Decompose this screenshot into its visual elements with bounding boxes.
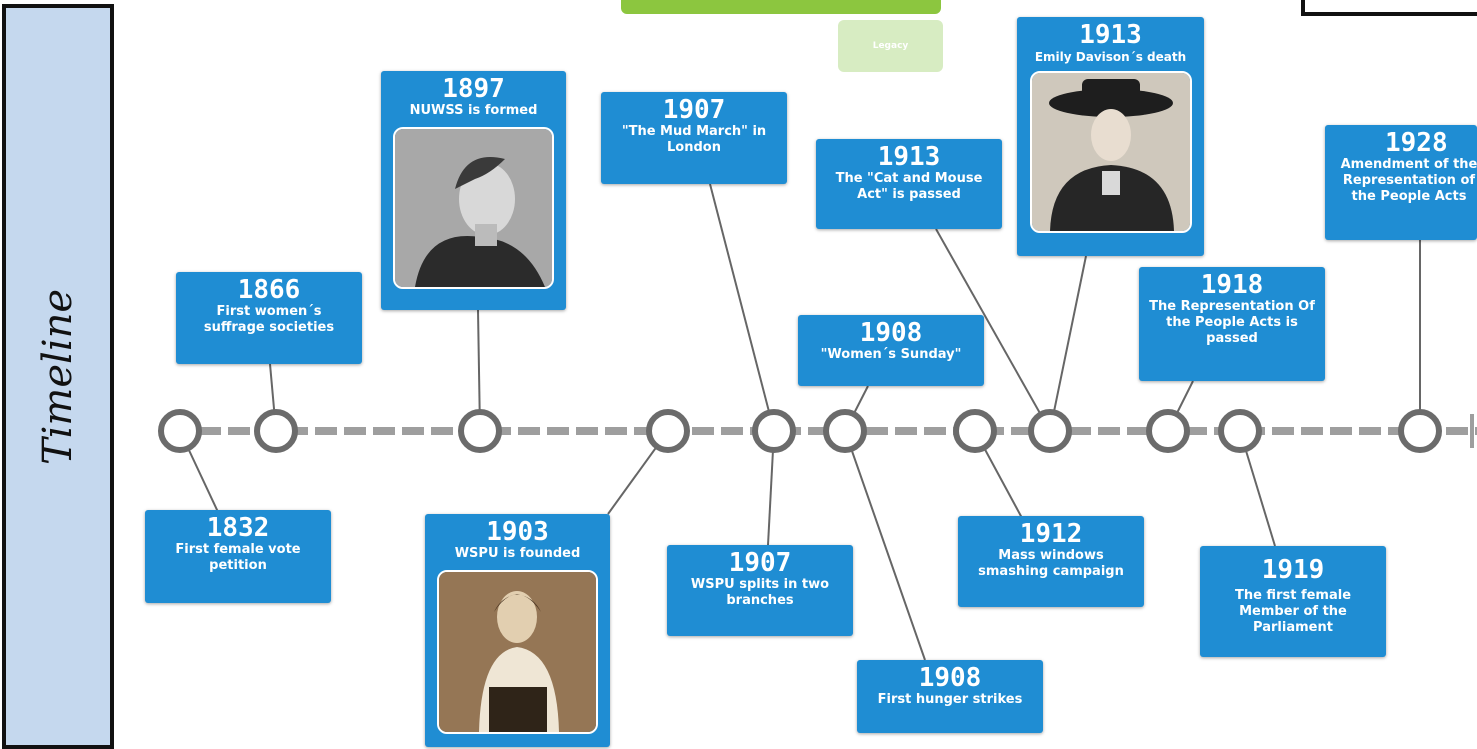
event-year: 1913 <box>877 142 941 172</box>
event-description: The Representation Of the People Acts is… <box>1149 299 1315 346</box>
event-card-1912[interactable]: 1912 Mass windows smashing campaign <box>958 516 1144 607</box>
portrait-photo <box>1029 71 1192 233</box>
event-description: Amendment of the Representation of the P… <box>1340 157 1477 204</box>
event-card-1903[interactable]: 1903 WSPU is founded <box>425 514 610 747</box>
event-card-1918[interactable]: 1918 The Representation Of the People Ac… <box>1139 267 1325 381</box>
event-year: 1897 <box>442 74 505 104</box>
event-year: 1907 <box>662 95 726 125</box>
event-description: The first female Member of the Parliamen… <box>1234 588 1352 635</box>
event-description: Mass windows smashing campaign <box>978 548 1124 579</box>
event-card-1913-cat-and-mouse[interactable]: 1913 The "Cat and Mouse Act" is passed <box>816 139 1002 229</box>
event-description: The "Cat and Mouse Act" is passed <box>835 171 983 202</box>
event-description: First hunger strikes <box>877 692 1023 707</box>
event-card-1928[interactable]: 1928 Amendment of the Representation of … <box>1325 125 1477 240</box>
event-year: 1912 <box>1019 519 1083 549</box>
event-description: NUWSS is formed <box>409 103 538 118</box>
timeline-node-1928[interactable] <box>1398 409 1442 453</box>
sidebar: Timeline <box>2 4 114 749</box>
connector-1908b <box>844 430 926 661</box>
timeline-node-1913[interactable] <box>1028 409 1072 453</box>
event-year: 1907 <box>728 548 792 578</box>
event-card-1832[interactable]: 1832 First female vote petition <box>145 510 331 603</box>
event-year: 1913 <box>1079 20 1142 50</box>
event-year: 1908 <box>918 663 982 693</box>
event-description: "Women´s Sunday" <box>820 347 962 362</box>
timeline-node-1912[interactable] <box>953 409 997 453</box>
event-card-1919[interactable]: 1919 The first female Member of the Parl… <box>1200 546 1386 657</box>
timeline-node-1832[interactable] <box>158 409 202 453</box>
timeline-node-1897[interactable] <box>458 409 502 453</box>
event-description: Emily Davison´s death <box>1034 50 1187 64</box>
event-card-1907-mud-march[interactable]: 1907 "The Mud March" in London <box>601 92 787 184</box>
legacy-button[interactable]: Legacy <box>838 20 943 72</box>
connector-1913b <box>1049 255 1087 432</box>
event-card-1907-wspu-splits[interactable]: 1907 WSPU splits in two branches <box>667 545 853 636</box>
event-year: 1832 <box>206 513 270 543</box>
event-card-1913-davison[interactable]: 1913 Emily Davison´s death <box>1017 17 1204 256</box>
event-description: First women´s suffrage societies <box>203 304 335 335</box>
event-card-1908-womens-sunday[interactable]: 1908 "Women´s Sunday" <box>798 315 984 386</box>
timeline-node-1919[interactable] <box>1218 409 1262 453</box>
event-card-1866[interactable]: 1866 First women´s suffrage societies <box>176 272 362 364</box>
connector-1913a <box>935 228 1051 432</box>
event-year: 1908 <box>859 318 923 348</box>
event-description: WSPU splits in two branches <box>690 577 830 608</box>
event-year: 1928 <box>1385 128 1448 158</box>
axis-end-marker <box>1470 414 1474 448</box>
timeline-node-1866[interactable] <box>254 409 298 453</box>
event-year: 1903 <box>486 517 549 547</box>
event-description: First female vote petition <box>175 542 301 573</box>
event-description: WSPU is founded <box>454 546 581 561</box>
event-card-1897[interactable]: 1897 NUWSS is formed <box>381 71 566 310</box>
timeline-node-1907[interactable] <box>752 409 796 453</box>
timeline-node-1903[interactable] <box>646 409 690 453</box>
event-year: 1918 <box>1200 270 1264 300</box>
event-card-1908-hunger-strikes[interactable]: 1908 First hunger strikes <box>857 660 1043 733</box>
portrait-photo <box>437 570 598 734</box>
event-description: "The Mud March" in London <box>621 124 767 155</box>
corner-frame <box>1301 0 1477 16</box>
timeline-node-1918[interactable] <box>1146 409 1190 453</box>
event-year: 1919 <box>1261 555 1325 585</box>
portrait-photo <box>393 127 554 289</box>
header-bar <box>621 0 941 14</box>
timeline-node-1908[interactable] <box>823 409 867 453</box>
connector-1907a <box>709 183 775 432</box>
event-year: 1866 <box>237 275 301 305</box>
